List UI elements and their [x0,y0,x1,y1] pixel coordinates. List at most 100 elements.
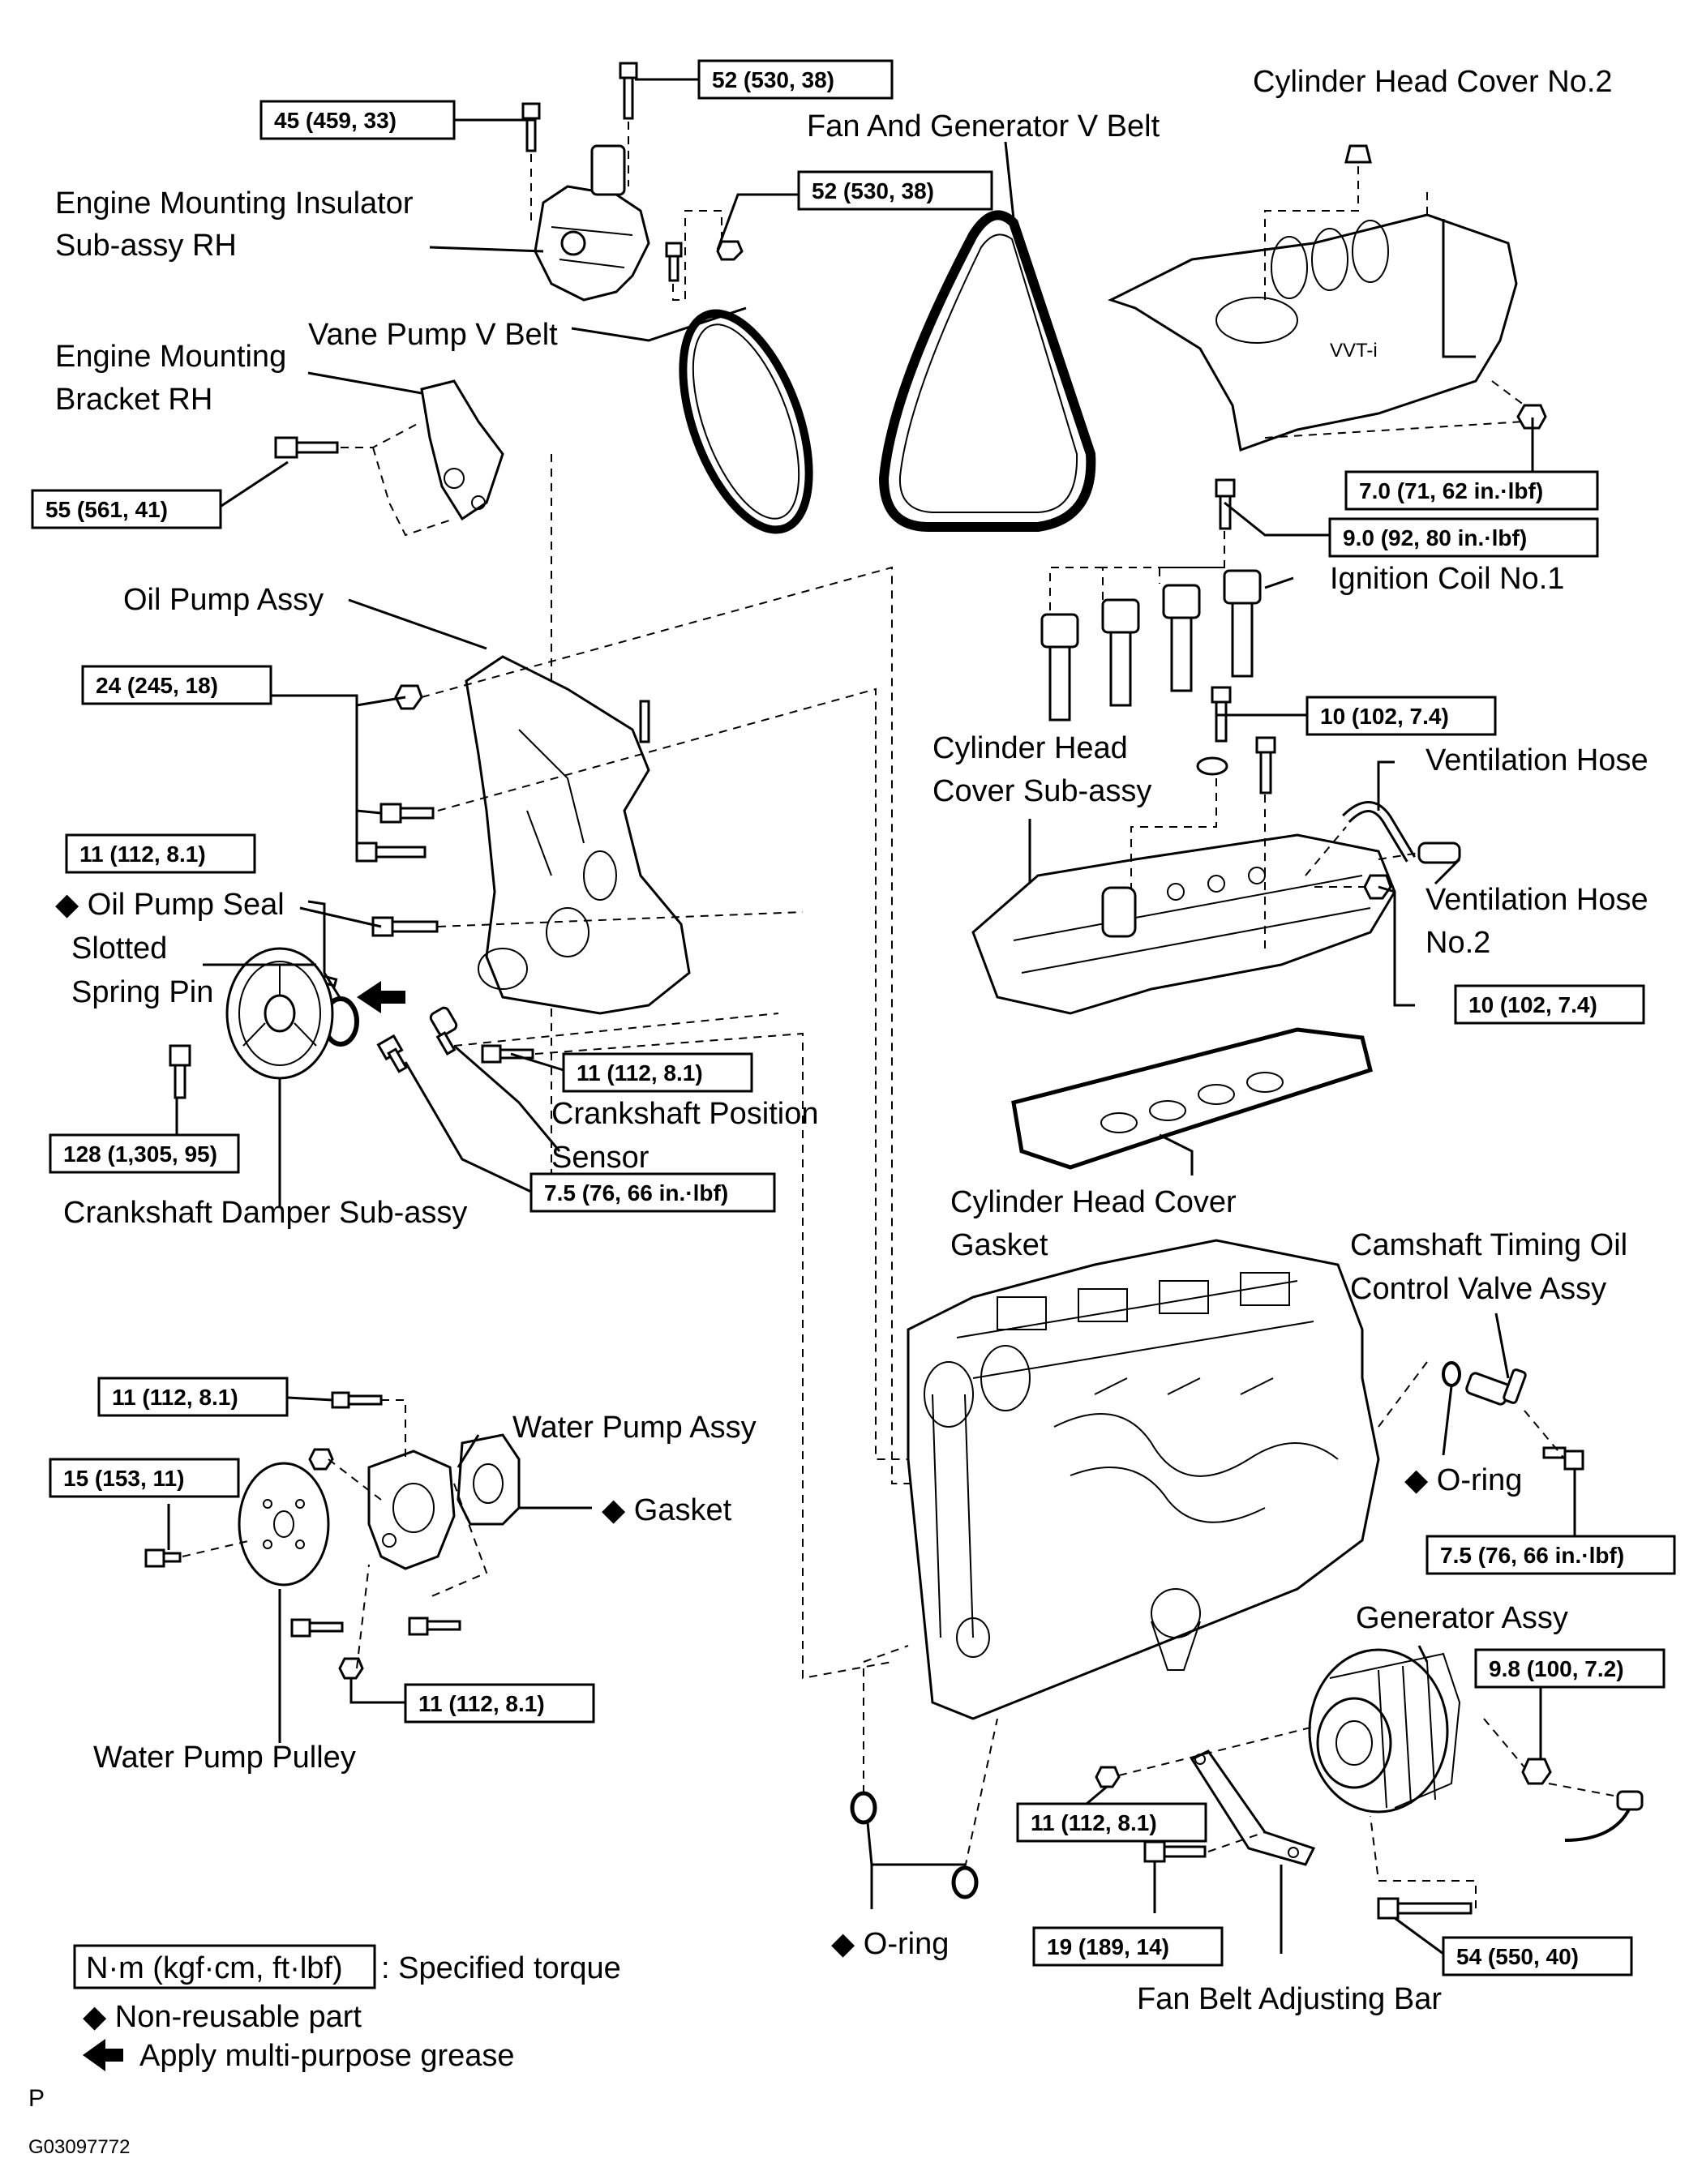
cylinder-head-cover-subassy-part [971,833,1396,1015]
cylinder-head-cover-no2-part: VVT-i [1108,213,1518,452]
svg-text:7.0 (71, 62 in.·lbf): 7.0 (71, 62 in.·lbf) [1359,478,1543,503]
camshaft-ocv-part [1465,1368,1527,1406]
label-crank-position-sensor-line1: Crankshaft Position [551,1097,819,1131]
ventilation-hose-part [1342,801,1417,863]
bolt-oil-pump-2 [355,841,427,863]
label-ventilation-hose: Ventilation Hose [1425,743,1648,777]
svg-text:52 (530, 38): 52 (530, 38) [712,67,834,92]
label-vane-pump-v-belt: Vane Pump V Belt [308,318,558,352]
torque-box-t3: 52 (530, 38) [797,170,993,211]
label-o-ring-bottom: ◆ O-ring [831,1927,949,1961]
bolt-adjusting-bar [1143,1840,1207,1863]
label-cyl-head-cover-subassy-line2: Cover Sub-assy [932,774,1151,808]
cylinder-head-cover-gasket-part [1011,1027,1373,1170]
bolt-oil-pump-3 [371,916,439,937]
svg-text:10 (102, 7.4): 10 (102, 7.4) [1468,992,1597,1017]
bolt-crankshaft-damper [169,1044,191,1099]
svg-text:11 (112, 8.1): 11 (112, 8.1) [577,1060,703,1086]
bolt-oil-pump-1 [379,803,435,824]
grease-arrow-icon [357,981,405,1013]
label-fan-generator-v-belt: Fan And Generator V Belt [807,109,1160,143]
bolt-water-pump-top [331,1391,383,1409]
part-labels: Cylinder Head Cover No.2 Fan And Generat… [55,65,1648,2016]
torque-box-t9: 11 (112, 8.1) [65,833,256,874]
nut-water-pump-lower [338,1657,364,1680]
bolt-head-cover-1 [1211,686,1232,743]
label-crank-position-sensor-line2: Sensor [551,1141,650,1175]
ignition-coil-parts [1040,569,1262,722]
label-cyl-head-cover-gasket-line2: Gasket [950,1228,1048,1262]
generator-assy-part [1308,1648,1461,1814]
label-slotted-spring-pin-line1: Slotted [71,931,167,966]
svg-text:N·m (kgf·cm, ft·lbf): N·m (kgf·cm, ft·lbf) [86,1951,343,1985]
label-cyl-head-cover-gasket-line1: Cylinder Head Cover [950,1185,1237,1219]
svg-text:52 (530, 38): 52 (530, 38) [812,178,934,203]
nut-adjusting-bar [1095,1766,1121,1788]
crankshaft-damper-part [225,947,334,1080]
label-engine-mount-insulator-line2: Sub-assy RH [55,229,237,263]
torque-box-t15: 15 (153, 11) [49,1458,240,1498]
torque-box-t17: 9.8 (100, 7.2) [1474,1648,1666,1689]
svg-text:45 (459, 33): 45 (459, 33) [274,108,397,133]
legend-unit-text: : Specified torque [381,1951,621,1985]
fan-belt-adjusting-bar-part [1190,1749,1316,1866]
label-oil-pump-seal: ◆ Oil Pump Seal [55,888,285,922]
o-ring-bottom-1-part [850,1791,877,1825]
svg-text:VVT-i: VVT-i [1330,340,1378,362]
torque-box-t7: 24 (245, 18) [81,665,272,705]
label-camshaft-ocv-line2: Control Valve Assy [1350,1272,1606,1306]
o-ring-ocv-part [1442,1361,1461,1387]
torque-box-t4: 55 (561, 41) [31,489,222,529]
label-water-pump-assy: Water Pump Assy [512,1411,757,1445]
ventilation-hose-no2-part [1417,841,1461,864]
washer-head-cover [1196,756,1228,776]
torque-box-t12: 128 (1,305, 95) [49,1133,240,1174]
svg-text:9.0 (92, 80 in.·lbf): 9.0 (92, 80 in.·lbf) [1343,525,1527,550]
label-water-pump-pulley: Water Pump Pulley [93,1741,356,1775]
nut-cover-side [1516,404,1547,430]
svg-text:9.8 (100, 7.2): 9.8 (100, 7.2) [1489,1656,1624,1681]
generator-wire-part [1564,1790,1644,1842]
torque-box-t13: 7.5 (76, 66 in.·lbf) [529,1172,776,1213]
torque-box-t21: 54 (550, 40) [1442,1936,1633,1976]
oil-pump-assy-part [465,655,691,1015]
svg-text:11 (112, 8.1): 11 (112, 8.1) [112,1385,238,1410]
bolt-head-cover-2 [1255,736,1276,794]
page-letter: P [28,2085,45,2112]
label-gasket: ◆ Gasket [602,1493,732,1527]
nut-water-pump [308,1448,334,1471]
label-oil-pump-assy: Oil Pump Assy [123,583,324,617]
torque-box-t10: 10 (102, 7.4) [1454,984,1645,1025]
torque-box-t6: 9.0 (92, 80 in.·lbf) [1328,517,1599,558]
label-generator-assy: Generator Assy [1356,1601,1568,1635]
label-camshaft-ocv-line1: Camshaft Timing Oil [1350,1228,1627,1262]
svg-text:11 (112, 8.1): 11 (112, 8.1) [418,1691,545,1716]
bolt-generator-long [1377,1897,1473,1920]
label-slotted-spring-pin-line2: Spring Pin [71,975,213,1009]
water-pump-pulley-part [238,1462,330,1587]
legend: N·m (kgf·cm, ft·lbf) : Specified torque … [73,1944,621,2073]
torque-box-t1: 52 (530, 38) [697,59,894,100]
crankshaft-position-sensor-part [429,1006,458,1056]
nut-oil-pump-top [394,684,423,710]
water-pump-assy-part [367,1450,456,1570]
bolt-bracket [274,436,339,459]
svg-text:7.5 (76, 66 in.·lbf): 7.5 (76, 66 in.·lbf) [544,1180,728,1205]
label-fan-belt-adjusting-bar: Fan Belt Adjusting Bar [1137,1982,1442,2016]
label-cyl-head-cover-subassy-line1: Cylinder Head [932,731,1128,765]
torque-box-t5: 7.0 (71, 62 in.·lbf) [1344,470,1599,511]
bolt-crank-sensor [376,1034,408,1073]
svg-text:24 (245, 18): 24 (245, 18) [96,673,218,698]
label-crankshaft-damper: Crankshaft Damper Sub-assy [63,1196,467,1230]
bolt-insulator-small [665,242,683,282]
bolt-water-pump-pulley [144,1548,182,1568]
svg-text:54 (550, 40): 54 (550, 40) [1456,1944,1579,1969]
figure-id: G03097772 [28,2136,130,2158]
nut-cover-top [1344,144,1372,164]
torque-box-t16: 7.5 (76, 66 in.·lbf) [1425,1535,1676,1575]
torque-box-t8: 10 (102, 7.4) [1305,696,1497,736]
svg-text:19 (189, 14): 19 (189, 14) [1047,1934,1169,1959]
svg-text:11 (112, 8.1): 11 (112, 8.1) [79,841,206,867]
vane-pump-v-belt-part [679,309,813,534]
